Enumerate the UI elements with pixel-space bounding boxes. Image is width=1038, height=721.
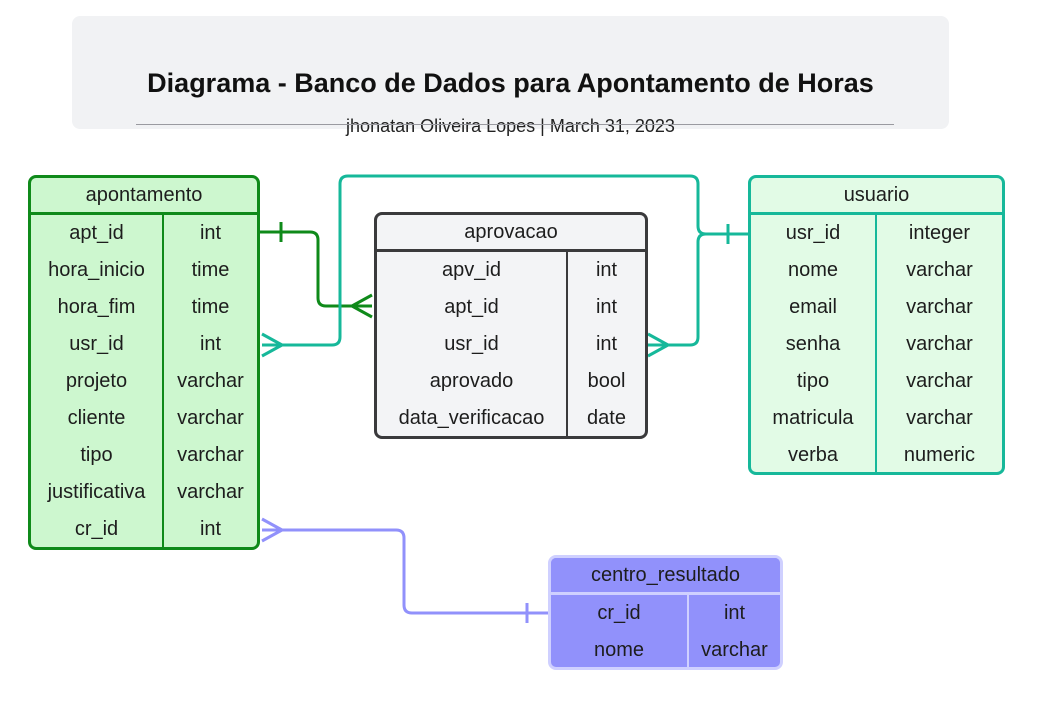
field-type: int <box>595 296 618 318</box>
column-divider <box>875 215 877 472</box>
field-type: varchar <box>906 370 973 392</box>
field-name: matricula <box>772 407 854 429</box>
field-name: hora_fim <box>57 296 136 318</box>
field-type: int <box>199 333 222 355</box>
field-name: email <box>789 296 837 318</box>
field-type: varchar <box>906 407 973 429</box>
field-type: varchar <box>906 333 973 355</box>
field-name: usr_id <box>444 333 499 355</box>
field-type: date <box>587 407 626 429</box>
field-name: cliente <box>67 407 126 429</box>
diagram-header: Diagrama - Banco de Dados para Apontamen… <box>72 16 949 136</box>
field-name: data_verificacao <box>398 407 545 429</box>
field-type: varchar <box>177 481 244 503</box>
field-name: projeto <box>65 370 128 392</box>
column-divider <box>162 215 164 547</box>
entity-centro-resultado-title: centro_resultado <box>551 558 780 595</box>
field-type: int <box>723 602 746 624</box>
field-type: int <box>199 518 222 540</box>
entity-apontamento-title: apontamento <box>31 178 257 215</box>
field-type: varchar <box>906 259 973 281</box>
field-type: numeric <box>903 444 976 466</box>
field-name: usr_id <box>69 333 124 355</box>
field-name: hora_inicio <box>48 259 145 281</box>
field-type: int <box>199 222 222 244</box>
column-divider <box>566 252 568 436</box>
field-name: apv_id <box>442 259 501 281</box>
link-apt-id <box>260 222 373 319</box>
field-name: nome <box>787 259 839 281</box>
field-name: apt_id <box>444 296 499 318</box>
field-type: time <box>191 259 230 281</box>
field-type: varchar <box>177 407 244 429</box>
field-name: aprovado <box>429 370 514 392</box>
field-name: usr_id <box>785 222 841 244</box>
field-name: tipo <box>80 444 113 466</box>
field-name: senha <box>785 333 841 355</box>
column-divider <box>687 595 689 667</box>
field-name: apt_id <box>69 222 124 244</box>
field-type: varchar <box>177 444 244 466</box>
field-name: cr_id <box>74 518 119 540</box>
field-type: int <box>595 333 618 355</box>
field-type: varchar <box>701 639 768 661</box>
link-usr-id-aprovacao <box>647 232 707 358</box>
link-usr-id-apontamento <box>261 174 748 358</box>
field-name: nome <box>593 639 645 661</box>
field-name: cr_id <box>597 602 641 624</box>
entity-centro-resultado[interactable]: centro_resultado cr_id int nome varchar <box>548 555 783 670</box>
subtitle-underline <box>136 124 894 125</box>
field-type: time <box>191 296 230 318</box>
entity-aprovacao-title: aprovacao <box>377 215 645 252</box>
entity-usuario-title: usuario <box>751 178 1002 215</box>
field-type: varchar <box>906 296 973 318</box>
field-type: int <box>595 259 618 281</box>
field-type: integer <box>908 222 971 244</box>
diagram-subtitle: jhonatan Oliveira Lopes | March 31, 2023 <box>346 116 675 136</box>
diagram-title: Diagrama - Banco de Dados para Apontamen… <box>147 68 874 98</box>
field-type: bool <box>587 370 626 392</box>
link-cr-id <box>261 517 548 623</box>
field-name: verba <box>787 444 839 466</box>
field-name: tipo <box>796 370 830 392</box>
entity-usuario[interactable]: usuario usr_id integer nome varchar email var… <box>748 175 1005 475</box>
field-name: justificativa <box>47 481 146 503</box>
field-type: varchar <box>177 370 244 392</box>
